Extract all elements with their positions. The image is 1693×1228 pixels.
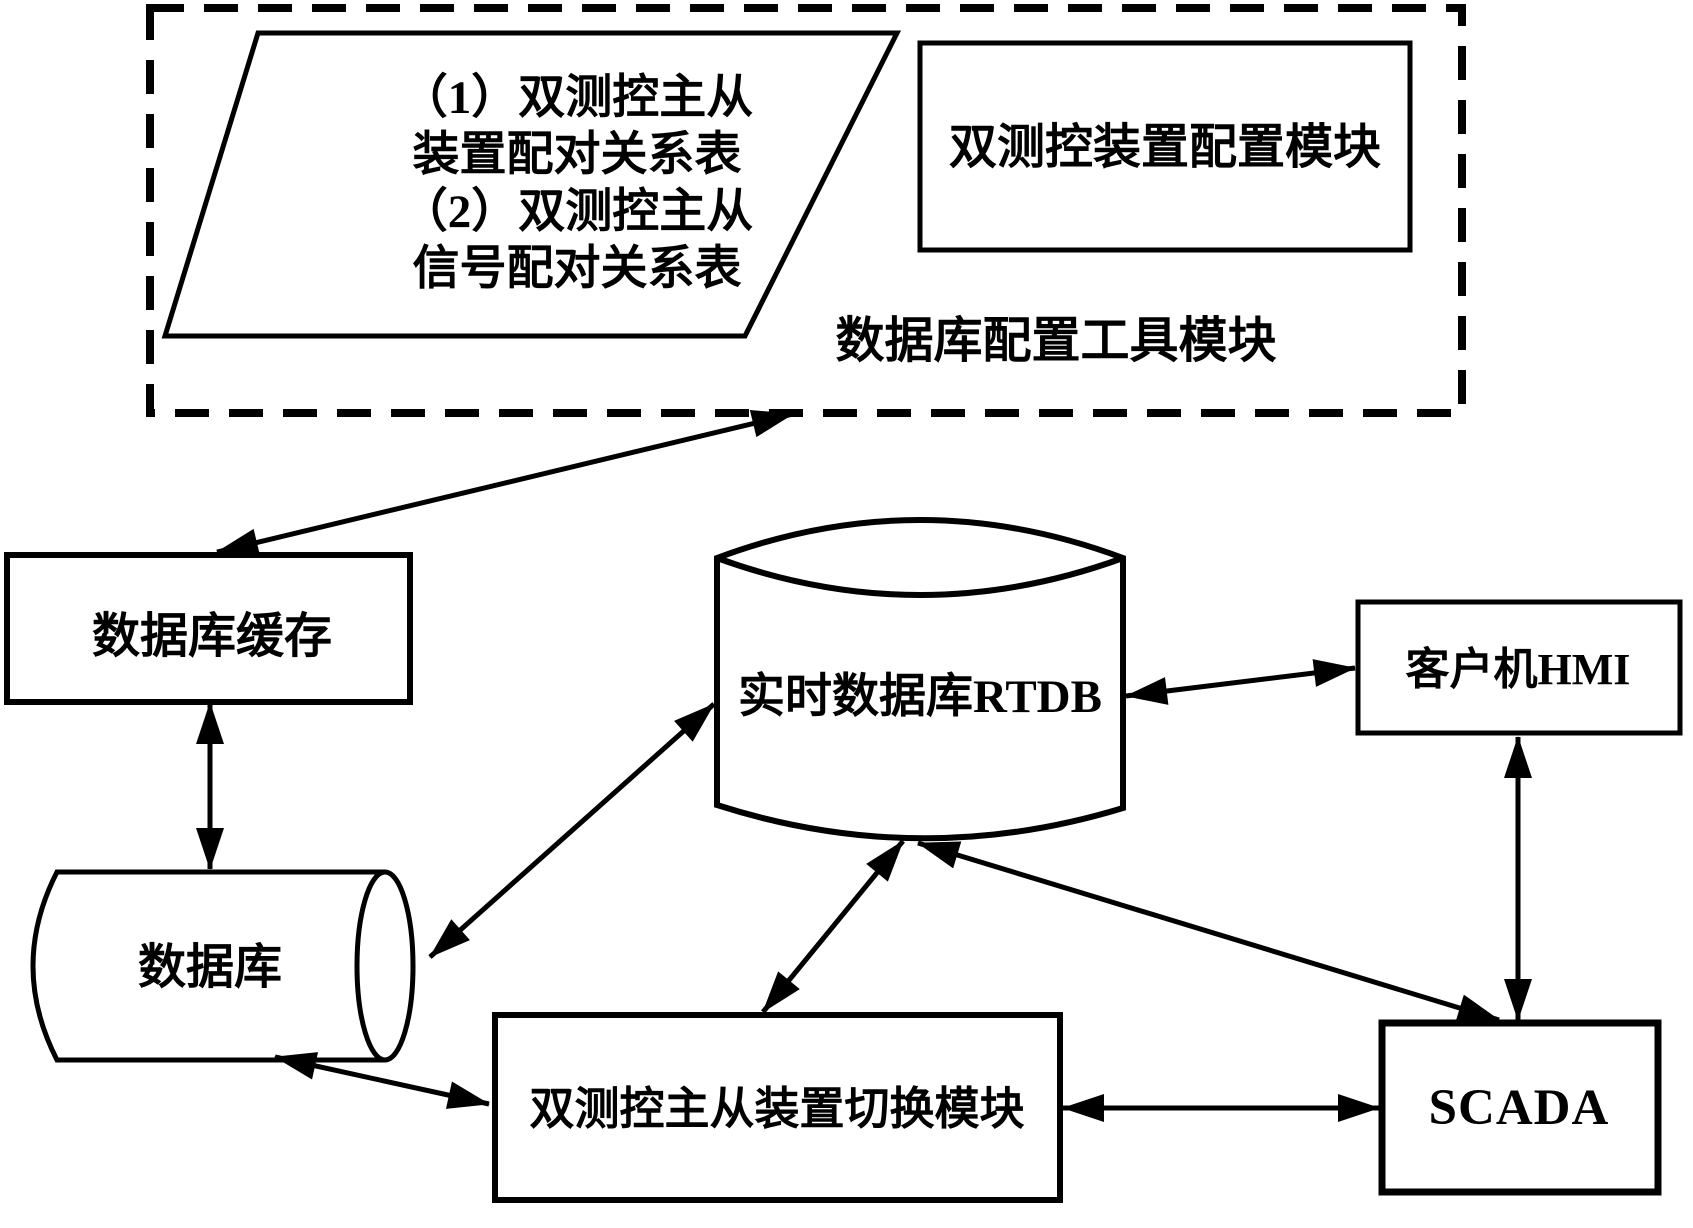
arrow-database-switch-module xyxy=(274,1052,490,1109)
pairing-tables-parallelogram xyxy=(161,30,902,339)
arrow-rtdb-switch-module xyxy=(761,839,905,1014)
config-tool-group-label: 数据库配置工具模块 xyxy=(835,313,1276,368)
config-tool-group-dashed-border xyxy=(146,4,1466,417)
database-label: 数据库 xyxy=(138,941,282,994)
config-module-label: 双测控装置配置模块 xyxy=(949,121,1381,174)
database-cylinder-body xyxy=(30,869,385,1063)
pairing-tables-line-1: （1）双测控主从 xyxy=(401,72,754,124)
arrow-rtdb-scada xyxy=(917,840,1500,1023)
pairing-tables-line-3: （2）双测控主从 xyxy=(401,186,754,238)
arrow-database-rtdb xyxy=(428,702,716,959)
rtdb-cylinder-body xyxy=(714,517,1126,842)
pairing-tables-line-4: 信号配对关系表 xyxy=(413,243,742,295)
config-module-box xyxy=(917,40,1413,253)
arrow-rtdb-hmi xyxy=(1125,659,1356,705)
rtdb-cylinder xyxy=(714,517,1126,842)
scada-label: SCADA xyxy=(1429,1080,1610,1136)
database-cylinder-cap xyxy=(354,869,416,1063)
arrow-config-tool-db-cache xyxy=(216,409,794,557)
hmi-label: 客户机HMI xyxy=(1406,645,1631,694)
switch-module-label: 双测控主从装置切换模块 xyxy=(529,1084,1024,1134)
db-cache-label: 数据库缓存 xyxy=(92,610,332,663)
hmi-box xyxy=(1355,599,1683,736)
rtdb-cylinder-top-lens xyxy=(715,555,1125,598)
pairing-tables-line-2: 装置配对关系表 xyxy=(413,129,742,181)
rtdb-label: 实时数据库RTDB xyxy=(738,671,1102,723)
db-cache-box xyxy=(4,552,413,705)
switch-module-box xyxy=(492,1012,1063,1203)
scada-box xyxy=(1378,1019,1662,1196)
database-cylinder xyxy=(30,869,416,1063)
